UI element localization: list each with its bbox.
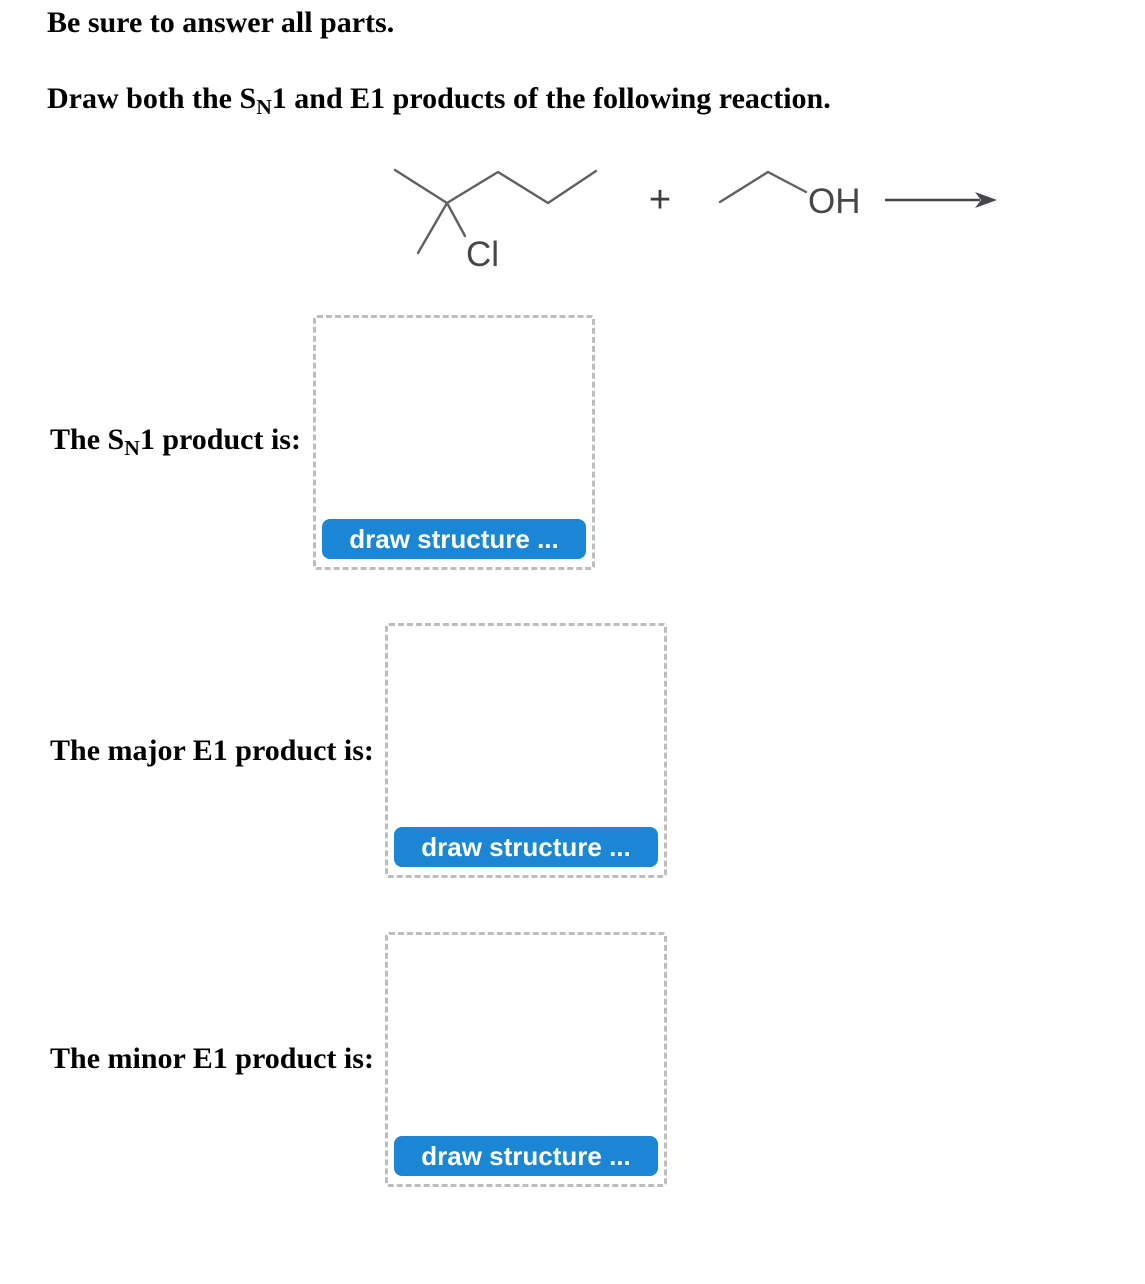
substrate-chloro-bond: [445, 201, 467, 238]
hydroxyl-label: OH: [808, 182, 861, 221]
substrate-methyl-bond: [416, 201, 449, 255]
question-prompt-subscript: N: [256, 95, 272, 120]
minor-e1-answer-box: draw structure ...: [385, 932, 667, 1187]
question-prompt-before: Draw both the S: [47, 82, 257, 115]
sn1-label-after: 1 product is:: [139, 423, 301, 456]
reaction-arrowhead: [975, 192, 997, 208]
substrate-skeleton: [393, 168, 598, 205]
major-e1-draw-structure-button[interactable]: draw structure ...: [394, 827, 658, 867]
sn1-label-before: The S: [50, 423, 125, 456]
minor-e1-product-label: The minor E1 product is:: [50, 1042, 374, 1076]
reaction-scheme: Cl + OH: [393, 168, 997, 274]
sn1-draw-structure-button[interactable]: draw structure ...: [322, 519, 586, 559]
minor-e1-label-before: The minor E1 product is:: [50, 1042, 374, 1075]
sn1-answer-box: draw structure ...: [313, 315, 595, 570]
sn1-product-label: The SN1 product is:: [50, 423, 301, 461]
instruction-answer-all-parts: Be sure to answer all parts.: [47, 6, 395, 39]
question-prompt: Draw both the SN1 and E1 products of the…: [47, 82, 831, 120]
chlorine-label: Cl: [466, 235, 499, 274]
question-prompt-after: 1 and E1 products of the following react…: [271, 82, 831, 115]
major-e1-label-before: The major E1 product is:: [50, 734, 374, 767]
major-e1-answer-box: draw structure ...: [385, 623, 667, 878]
sn1-label-subscript: N: [124, 436, 140, 461]
major-e1-product-label: The major E1 product is:: [50, 734, 374, 768]
minor-e1-draw-structure-button[interactable]: draw structure ...: [394, 1136, 658, 1176]
plus-sign: +: [649, 179, 671, 221]
ethanol-skeleton: [718, 170, 808, 204]
